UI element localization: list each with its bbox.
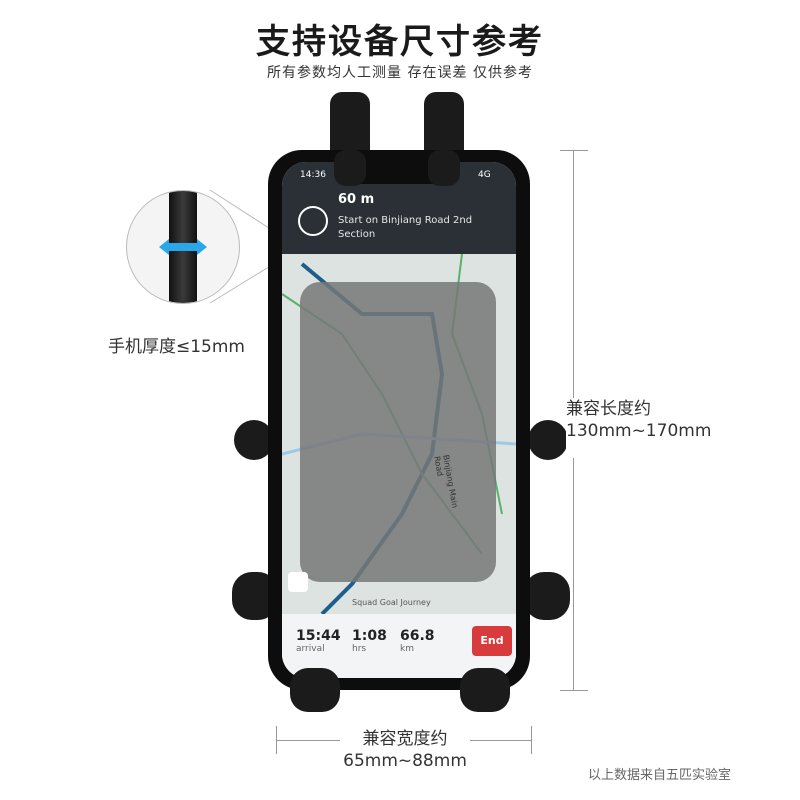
thickness-label: 手机厚度≤15mm xyxy=(108,337,245,357)
width-dimension-cap-right xyxy=(531,726,532,754)
trip-summary-bar: 15:44 arrival 1:08 hrs 66.8 km End xyxy=(282,614,516,678)
length-value: 130mm~170mm xyxy=(566,421,712,441)
stat-duration-value: 1:08 xyxy=(352,628,387,644)
location-arrow-icon[interactable] xyxy=(288,572,308,592)
map-watermark: Squad Goal Journey xyxy=(352,598,431,607)
page-subtitle: 所有参数均人工测量 存在误差 仅供参考 xyxy=(267,65,533,81)
holder-grip-bottom-right xyxy=(460,668,510,712)
turn-direction-icon xyxy=(298,206,328,236)
width-dimension-cap-left xyxy=(276,726,277,754)
status-time: 14:36 xyxy=(300,170,326,180)
thickness-zoom-illustration xyxy=(126,190,240,304)
stat-arrival-value: 15:44 xyxy=(296,628,341,644)
stat-arrival-unit: arrival xyxy=(296,644,325,654)
width-label: 兼容宽度约 xyxy=(362,729,448,749)
zoom-connector-lines xyxy=(209,189,273,304)
holder-knob-left xyxy=(234,420,274,460)
length-label: 兼容长度约 xyxy=(566,399,651,419)
arrow-right-icon xyxy=(197,239,207,255)
stat-duration: 1:08 hrs xyxy=(352,628,387,654)
stat-arrival: 15:44 arrival xyxy=(296,628,341,654)
holder-backplate xyxy=(300,282,496,582)
arrow-left-icon xyxy=(159,239,169,255)
stat-distance: 66.8 km xyxy=(400,628,435,654)
holder-arm-bottom-right-side xyxy=(524,572,570,620)
holder-grip-top-left xyxy=(334,150,366,186)
nav-distance: 60 m xyxy=(338,192,375,207)
holder-grip-bottom-left xyxy=(290,668,340,712)
width-value: 65mm~88mm xyxy=(343,751,467,771)
source-note: 以上数据来自五匹实验室 xyxy=(588,768,732,783)
stat-distance-unit: km xyxy=(400,644,414,654)
phone-screen: 14:36 4G 60 m Start on Binjiang Road 2nd… xyxy=(282,162,516,678)
status-network: 4G xyxy=(478,170,491,180)
map-view[interactable]: Binjiang Main Road Squad Goal Journey xyxy=(282,254,516,614)
width-label-group: 兼容宽度约 65mm~88mm xyxy=(340,728,470,776)
length-label-group: 兼容长度约 130mm~170mm xyxy=(566,398,726,458)
page-title: 支持设备尺寸参考 xyxy=(256,22,544,62)
holder-grip-top-right xyxy=(428,150,460,186)
holder-knob-right xyxy=(528,420,568,460)
stat-duration-unit: hrs xyxy=(352,644,367,654)
double-arrow-icon xyxy=(165,243,201,251)
stat-distance-value: 66.8 xyxy=(400,628,435,644)
nav-instruction: Start on Binjiang Road 2nd Section xyxy=(338,215,473,240)
length-dimension-cap-bottom xyxy=(560,690,588,691)
length-dimension-cap-top xyxy=(560,150,588,151)
end-button[interactable]: End xyxy=(472,626,512,656)
